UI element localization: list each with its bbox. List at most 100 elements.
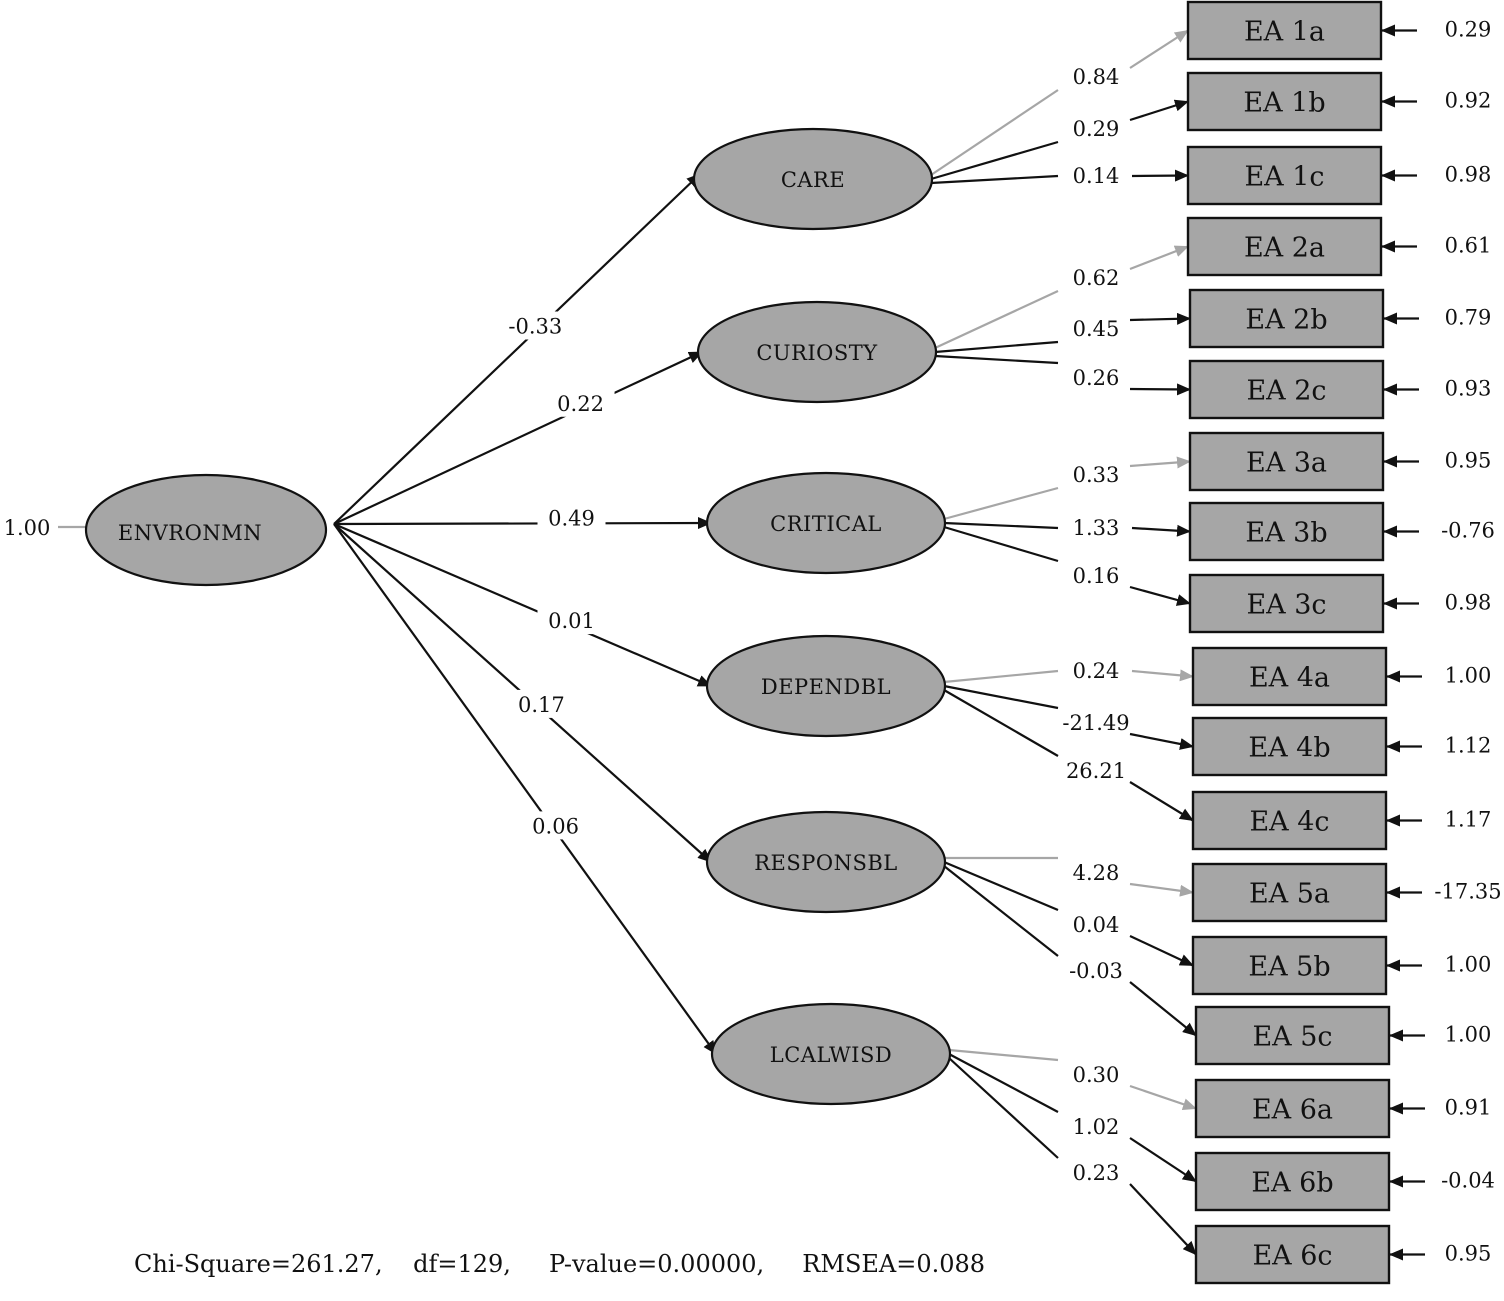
- path-coef-dependbl: 0.01: [548, 609, 595, 633]
- loading-path-ea-5c-b: [1129, 981, 1197, 1037]
- path-coef-responsbl: 0.17: [518, 693, 565, 717]
- error-ea-1c: 0.98: [1445, 163, 1492, 187]
- loading-ea-4c: 26.21: [1066, 759, 1126, 783]
- latent-responsbl: [705, 810, 947, 914]
- loading-path-ea-5b-a: [943, 860, 1059, 912]
- indicator-ea-1a: [1186, 0, 1383, 61]
- loading-path-ea-2c-a: [934, 354, 1059, 365]
- loading-ea-1a: 0.84: [1073, 65, 1120, 89]
- path-label-backdrop: [537, 503, 606, 532]
- latent-envronmn: [84, 473, 328, 587]
- path-coef-critical: 0.49: [548, 506, 595, 530]
- latent-curiosty-label: CURIOSTY: [756, 341, 878, 365]
- indicator-ea-5c: [1194, 1005, 1391, 1066]
- indicator-ea-2a: [1186, 216, 1383, 277]
- indicator-ea-6a: [1194, 1078, 1391, 1139]
- indicator-ea-2b: [1188, 288, 1385, 349]
- loading-ea-4a: 0.24: [1073, 659, 1120, 683]
- loading-path-ea-1a-b: [1129, 29, 1189, 69]
- latent-critical: [705, 471, 947, 575]
- error-ea-6c: 0.95: [1445, 1242, 1492, 1266]
- latent-responsbl-label: RESPONSBL: [754, 851, 898, 875]
- indicator-ea-6b-label: EA 6b: [1251, 1168, 1333, 1199]
- latent-lcalwisd: [710, 1002, 952, 1106]
- loading-path-ea-3b-a: [943, 521, 1059, 530]
- indicator-ea-5a: [1191, 862, 1388, 923]
- error-ea-2b: 0.79: [1445, 306, 1492, 330]
- error-ea-1a: 0.29: [1445, 18, 1492, 42]
- error-ea-4a: 1.00: [1445, 664, 1492, 688]
- path-coef-care: -0.33: [508, 315, 562, 339]
- latent-care-label: CARE: [781, 168, 845, 192]
- error-ea-5a: -17.35: [1434, 880, 1501, 904]
- path-envronmn-critical: [333, 517, 712, 530]
- loading-path-ea-6a-b: [1129, 1084, 1197, 1110]
- loading-path-ea-3c-b: [1129, 585, 1191, 606]
- error-ea-5c: 1.00: [1445, 1023, 1492, 1047]
- loading-ea-2a: 0.62: [1073, 266, 1120, 290]
- error-ea-4c: 1.17: [1445, 808, 1492, 832]
- loading-path-ea-1b-b: [1129, 99, 1189, 122]
- indicator-ea-2b-label: EA 2b: [1245, 305, 1327, 336]
- loading-path-ea-6a-a: [948, 1048, 1059, 1062]
- indicator-ea-6a-label: EA 6a: [1252, 1095, 1333, 1126]
- loading-path-ea-3b-b: [1131, 524, 1191, 537]
- loading-path-ea-1b-a: [930, 140, 1059, 181]
- loading-path-ea-4c-b: [1129, 781, 1194, 822]
- indicator-ea-1c: [1186, 145, 1383, 206]
- latent-curiosty: [696, 300, 938, 404]
- indicator-ea-4b: [1191, 716, 1388, 777]
- loading-ea-5b: 0.04: [1073, 913, 1120, 937]
- indicator-ea-5a-label: EA 5a: [1249, 879, 1330, 910]
- loading-path-ea-3c-a: [943, 525, 1059, 563]
- latent-care: [692, 127, 934, 231]
- indicator-ea-5b-label: EA 5b: [1248, 952, 1330, 983]
- indicator-ea-2a-label: EA 2a: [1244, 233, 1325, 264]
- loading-path-ea-6c-b: [1129, 1183, 1197, 1256]
- error-ea-2c: 0.93: [1445, 377, 1492, 401]
- path-envronmn-lcalwisd: [333, 523, 717, 1055]
- indicator-ea-4c: [1191, 790, 1388, 851]
- loading-path-ea-3a-b: [1129, 456, 1191, 469]
- path-label-backdrop: [501, 311, 570, 340]
- indicator-ea-1b-label: EA 1b: [1243, 88, 1325, 119]
- indicator-ea-2c: [1188, 359, 1385, 420]
- indicator-ea-4a: [1191, 646, 1388, 707]
- fit-statistics: Chi-Square=261.27, df=129, P-value=0.000…: [134, 1250, 985, 1278]
- loading-ea-3a: 0.33: [1073, 463, 1120, 487]
- latent-dependbl-label: DEPENDBL: [761, 675, 891, 699]
- loading-ea-1b: 0.29: [1073, 117, 1120, 141]
- indicator-ea-1b: [1186, 71, 1383, 132]
- loading-ea-3c: 0.16: [1073, 564, 1120, 588]
- error-ea-3c: 0.98: [1445, 591, 1492, 615]
- path-envronmn-dependbl: [333, 522, 712, 688]
- loading-path-ea-2a-b: [1129, 245, 1189, 271]
- path-coef-curiosty: 0.22: [557, 392, 604, 416]
- loading-path-ea-6b-b: [1129, 1137, 1197, 1183]
- indicator-ea-6b: [1194, 1151, 1391, 1212]
- loading-ea-6c: 0.23: [1073, 1161, 1120, 1185]
- loading-path-ea-4a-b: [1131, 669, 1194, 682]
- indicator-ea-2c-label: EA 2c: [1246, 376, 1326, 407]
- path-label-backdrop: [537, 606, 606, 635]
- latent-critical-label: CRITICAL: [770, 512, 882, 536]
- loading-ea-5c: -0.03: [1069, 959, 1123, 983]
- path-envronmn-care: [333, 173, 701, 525]
- indicator-ea-3a: [1188, 431, 1385, 492]
- loading-ea-4b: -21.49: [1062, 711, 1129, 735]
- indicator-ea-3c-label: EA 3c: [1246, 590, 1326, 621]
- loading-ea-3b: 1.33: [1073, 516, 1120, 540]
- indicator-ea-1c-label: EA 1c: [1244, 162, 1324, 193]
- loading-path-ea-2b-a: [934, 340, 1059, 354]
- indicator-ea-5b: [1191, 935, 1388, 996]
- error-ea-6a: 0.91: [1445, 1096, 1492, 1120]
- variance-envronmn: 1.00: [4, 516, 51, 540]
- loading-ea-2c: 0.26: [1073, 366, 1120, 390]
- error-ea-1b: 0.92: [1445, 89, 1492, 113]
- loading-path-ea-5b-b: [1129, 935, 1194, 967]
- path-envronmn-curiosty: [333, 351, 703, 525]
- indicator-ea-3a-label: EA 3a: [1246, 448, 1327, 479]
- indicator-ea-6c-label: EA 6c: [1252, 1241, 1332, 1272]
